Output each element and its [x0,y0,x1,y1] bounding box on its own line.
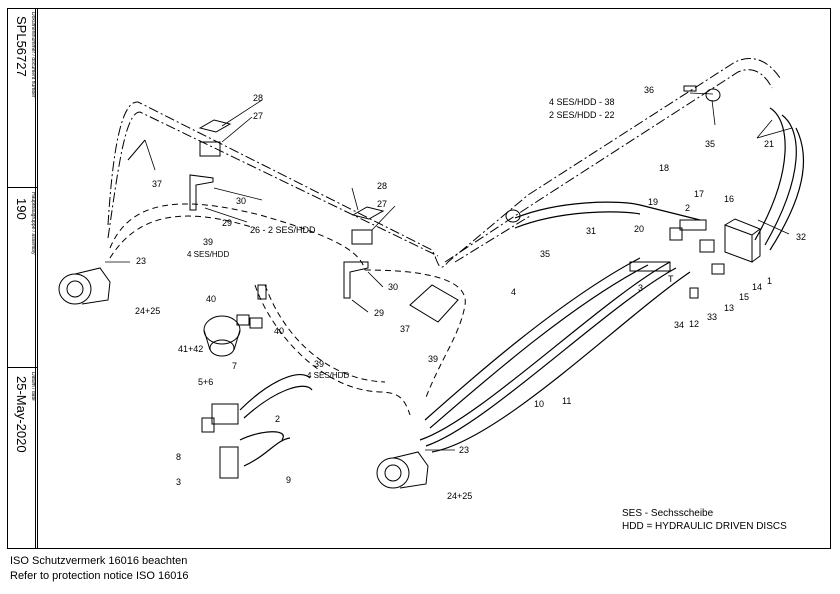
callout-20: 20 [634,224,644,234]
callout-15: 15 [739,292,749,302]
hose-39-route [109,203,466,416]
assembly-cell: Hauptbaugruppe / assembly 190 [7,188,37,368]
hoses-2 [239,374,313,467]
valve-5-6 [201,403,239,479]
callout-30a: 30 [236,196,246,206]
callout-23a: 23 [136,256,146,266]
callout-21: 21 [764,139,774,149]
callout-labels: 28 27 37 30 29 26 - 2 SES/HDD 28 27 30 2… [135,85,806,501]
clamps-35 [505,85,721,223]
callout-17: 17 [694,189,704,199]
plate-37 [127,139,459,323]
main-pipe-route [107,58,781,268]
footer-notice-de: ISO Schutzvermerk 16016 beachten [10,555,188,567]
callout-2a: 2 [275,414,280,424]
fittings-cluster [629,219,725,299]
motor-41-42 [203,315,241,357]
callout-31: 31 [586,226,596,236]
hydraulic-motors [58,267,429,489]
long-hoses [419,257,691,453]
drawing-frame [7,8,831,549]
valve-block [724,218,762,263]
callout-34: 34 [674,320,684,330]
fittings-40 [236,284,267,329]
callout-32: 32 [796,232,806,242]
callout-37b: 37 [400,324,410,334]
callout-22: 2 SES/HDD - 22 [549,110,615,120]
strip-divider [35,8,36,549]
callout-35a: 35 [540,249,550,259]
callout-5-6: 5+6 [198,377,213,387]
plates-28 [198,119,385,220]
callout-36: 36 [644,85,654,95]
callout-35b: 35 [705,139,715,149]
callout-7: 7 [232,361,237,371]
callout-28b: 28 [377,181,387,191]
callout-19: 19 [648,197,658,207]
callout-37a: 37 [152,179,162,189]
callout-16: 16 [724,194,734,204]
callout-18: 18 [659,163,669,173]
callout-30b: 30 [388,282,398,292]
callout-39a: 39 [203,237,213,247]
callout-27b: 27 [377,199,387,209]
callout-41-42: 41+42 [178,344,203,354]
callout-29b: 29 [374,308,384,318]
callout-26: 26 - 2 SES/HDD [250,225,316,235]
callout-T: T [668,274,674,284]
callout-12: 12 [689,319,699,329]
bracket-29-30 [189,174,369,299]
callout-27a: 27 [253,111,263,121]
callout-33: 33 [707,312,717,322]
footer-notice-en: Refer to protection notice ISO 16016 [10,570,189,582]
clamps-27 [199,141,373,245]
callout-29a: 29 [222,218,232,228]
callout-10: 10 [534,399,544,409]
callout-38: 4 SES/HDD - 38 [549,97,615,107]
document-number-cell: Dokumentnummer / document number SPL5672… [7,8,37,188]
callout-23b: 23 [459,445,469,455]
callout-40a: 40 [206,294,216,304]
callout-11: 11 [562,396,571,406]
callout-24-25a: 24+25 [135,306,160,316]
hose-31 [514,107,805,251]
callout-9: 9 [286,475,291,485]
callout-39b: 39 [314,359,324,369]
callout-4: 4 [511,287,516,297]
title-strip: Dokumentnummer / document number SPL5672… [7,8,38,549]
legend-hdd: HDD = HYDRAULIC DRIVEN DISCS [622,521,787,532]
callout-8: 8 [176,452,181,462]
callout-3a: 3 [176,477,181,487]
callout-28a: 28 [253,93,263,103]
callout-3b: 3 [638,283,643,293]
callout-13: 13 [724,303,734,313]
callout-40b: 40 [274,326,284,336]
callout-1: 1 [767,276,772,286]
callout-39c: 39 [428,354,438,364]
callout-24-25b: 24+25 [447,491,472,501]
callout-39b-sub: 4 SES/HDD [307,371,349,380]
callout-39a-sub: 4 SES/HDD [187,250,229,259]
callout-14: 14 [752,282,762,292]
callout-2b: 2 [685,203,690,213]
legend-ses: SES - Sechsscheibe [622,508,714,519]
callout-leaders [105,92,793,451]
